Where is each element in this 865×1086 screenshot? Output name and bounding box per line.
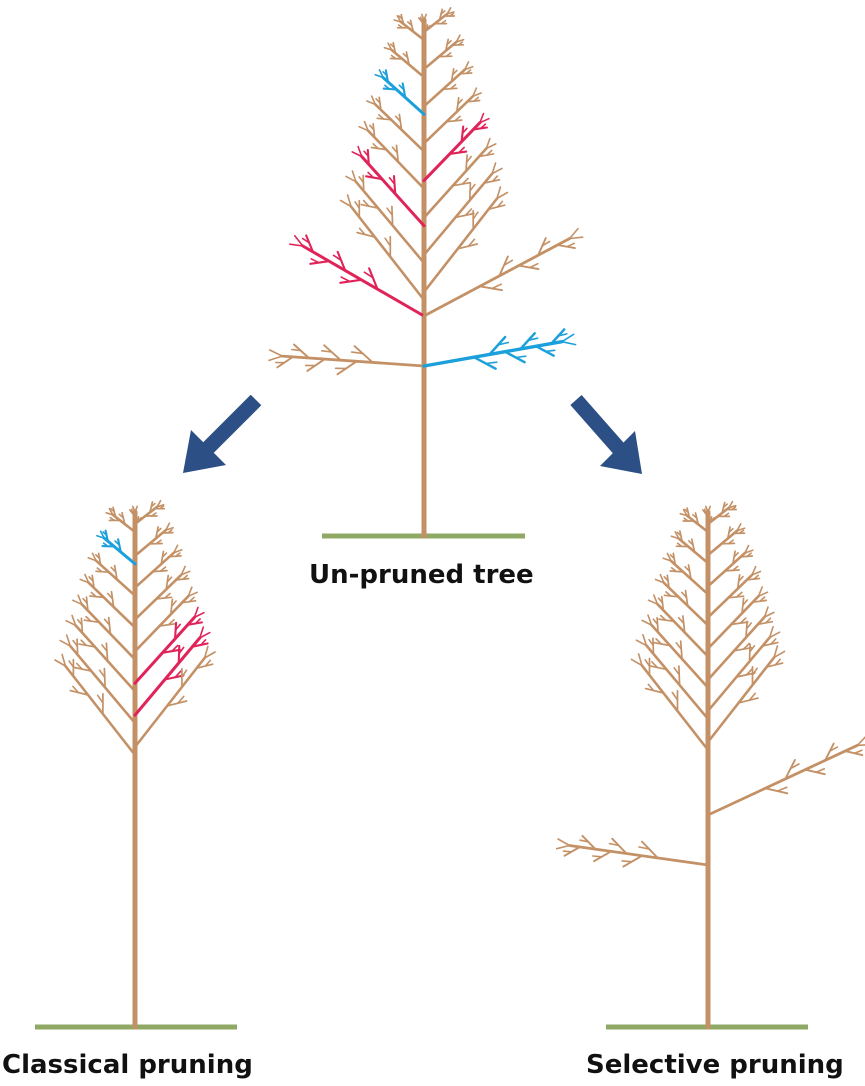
crown-branch	[368, 131, 424, 189]
twig	[557, 846, 570, 849]
twig	[593, 856, 602, 857]
arrow-left	[183, 400, 256, 473]
twig	[486, 362, 497, 363]
twig	[470, 183, 471, 200]
classical-pruning-caption: Classical pruning	[2, 1052, 253, 1078]
twig	[269, 356, 282, 360]
twig	[466, 155, 467, 171]
crown-branch	[96, 561, 135, 596]
selective-pruned-tree	[557, 502, 865, 1027]
crown-branch	[135, 617, 194, 683]
twig	[622, 861, 632, 862]
twig	[179, 646, 180, 663]
crown-branch	[671, 561, 708, 594]
arrow-left-shaft	[207, 400, 256, 449]
twig	[175, 623, 176, 639]
twig	[546, 350, 555, 351]
limb	[424, 239, 570, 317]
twig	[855, 750, 862, 753]
crown-branch	[658, 604, 709, 656]
twig	[340, 280, 361, 283]
twig	[562, 342, 576, 345]
twig	[292, 350, 301, 351]
twig	[530, 264, 538, 268]
twig	[564, 851, 572, 852]
unpruned-caption: Un-pruned tree	[309, 562, 534, 588]
crown-branch	[424, 149, 486, 218]
crown-branch	[82, 604, 135, 659]
twig	[816, 769, 824, 772]
crown-branch	[392, 50, 424, 77]
twig	[104, 669, 105, 688]
twig	[777, 787, 786, 791]
twig	[480, 286, 502, 290]
classical-pruned-tree	[35, 501, 237, 1027]
twig	[106, 643, 107, 661]
crown-branch	[424, 174, 492, 255]
twig	[858, 745, 865, 746]
twig	[492, 284, 501, 288]
twig	[516, 356, 526, 357]
limb	[708, 745, 858, 815]
arrow-right	[576, 400, 642, 474]
twig	[558, 839, 569, 846]
crown-branch	[424, 123, 480, 181]
twig	[341, 277, 350, 281]
twig	[270, 350, 283, 356]
twig	[679, 666, 680, 685]
twig	[392, 207, 393, 226]
red-limb	[303, 246, 424, 316]
twig	[567, 243, 574, 246]
twig	[394, 176, 395, 194]
arrow-right-shaft	[576, 400, 620, 450]
limb	[569, 846, 708, 866]
twig	[311, 259, 319, 263]
twig	[310, 261, 329, 264]
crown-branch	[679, 539, 708, 564]
twig	[558, 245, 575, 248]
twig	[750, 644, 751, 661]
unpruned-tree	[269, 8, 583, 536]
twig	[858, 736, 865, 746]
twig	[519, 266, 539, 270]
selective-pruning-caption: Selective pruning	[586, 1052, 844, 1078]
